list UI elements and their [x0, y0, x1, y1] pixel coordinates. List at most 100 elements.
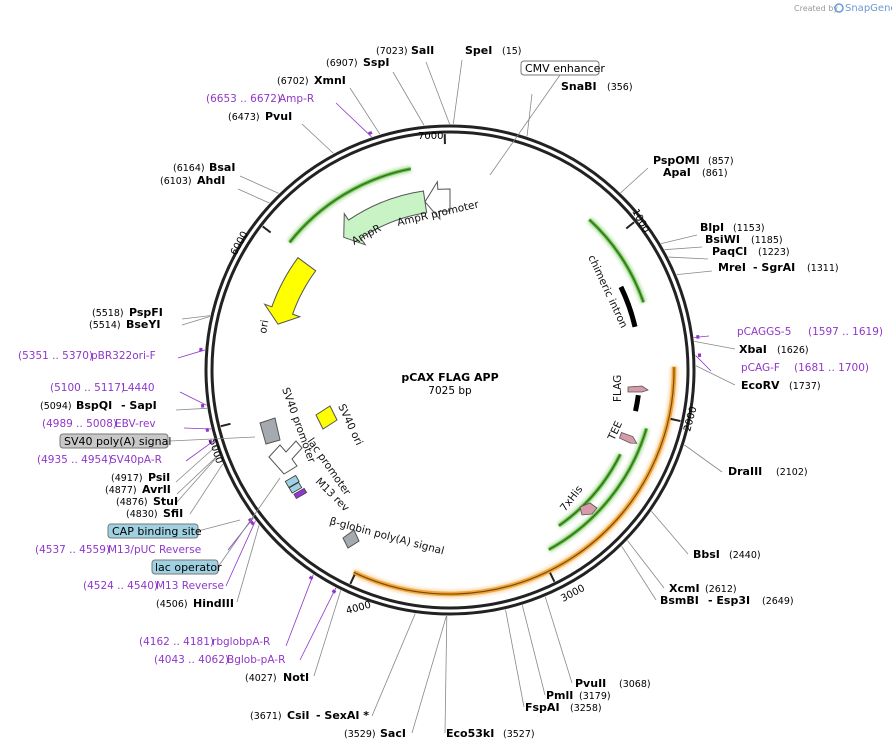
site-bbsi-name: BbsI [693, 548, 720, 561]
app-orf-line [353, 367, 675, 595]
leader-line [175, 407, 208, 411]
site-sfii-name: SfiI [163, 507, 183, 520]
feature-layer [263, 165, 678, 598]
lac-promoter-arrow [268, 440, 303, 475]
primer-mark [250, 520, 255, 526]
primer-mark [205, 427, 210, 433]
site-xcmi-pos: (2612) [705, 584, 737, 595]
site-draiii-pos: (2102) [776, 467, 808, 478]
site-bspqi-pos: (5094) [40, 401, 72, 412]
leader-line [544, 596, 573, 684]
ori-arrow [263, 257, 317, 325]
site-psii-name: PsiI [148, 471, 170, 484]
primer-pcagf-name: pCAG-F [741, 362, 780, 374]
site-blpi-pos: (1153) [733, 223, 765, 234]
primer-pcaggs5-range: (1597 .. 1619) [808, 326, 883, 338]
sv40-polya-label: SV40 poly(A) signal [64, 435, 171, 448]
site-draiii-name: DraIII [728, 465, 762, 478]
leader-line [620, 167, 649, 194]
leader-line [664, 246, 703, 251]
credit-text: Created by [794, 4, 838, 13]
primer-mark [368, 131, 373, 136]
site-bbsi-pos: (2440) [729, 550, 761, 561]
primer-bglob-range: (4043 .. 4062) [154, 654, 229, 666]
green-arc-lower-line [548, 428, 648, 551]
ampr-promoter-arrow [424, 180, 451, 221]
cap-binding-box [107, 523, 199, 539]
primer-mark [331, 589, 337, 594]
leader-line [660, 234, 698, 245]
site-saci-name: SacI [380, 727, 406, 740]
green-arc-lower-inner-line [558, 454, 621, 527]
leader-line [176, 454, 220, 495]
site-csii-name: CsiI [287, 709, 309, 722]
site-mrei-name: MreI [718, 261, 746, 274]
leader-line [694, 341, 736, 350]
tick-mark [220, 422, 231, 428]
primer-sv40par-range: (4935 .. 4954) [37, 454, 112, 466]
lac-operator-box [151, 559, 219, 575]
leader-line [621, 545, 657, 601]
site-bsai-name: BsaI [209, 161, 235, 174]
leader-line [526, 93, 533, 137]
site-paqci-pos: (1223) [758, 247, 790, 258]
primer-leader [335, 102, 372, 138]
site-sspi-pos: (6907) [326, 58, 358, 69]
site-bsiwi-pos: (1185) [751, 235, 783, 246]
tick-mark [549, 572, 556, 583]
primer-mark [200, 403, 205, 408]
site-paqci-name: PaqCI [712, 245, 747, 258]
site-spei-name: SpeI [465, 44, 492, 57]
leader-line [627, 540, 665, 589]
site-ahdi-name: AhdI [197, 174, 225, 187]
primer-pcagf-range: (1681 .. 1700) [794, 362, 869, 374]
chimeric-intron-arc [618, 285, 638, 328]
site-bspqi-name: BspQI [76, 399, 112, 412]
site-hindiii-name: HindIII [193, 597, 234, 610]
site-pspomi-pos: (857) [708, 156, 734, 167]
site-esp3i-pos: (2649) [762, 596, 794, 607]
site-ecorv-pos: (1737) [789, 381, 821, 392]
primer-leader [695, 355, 712, 372]
site-pvuii-name: PvuII [575, 677, 606, 690]
leader-line [313, 590, 342, 677]
primer-ebvrev-range: (4989 .. 5008) [42, 418, 117, 430]
tick-mark [670, 417, 681, 423]
tee-block [618, 431, 638, 444]
primer-leader [299, 587, 337, 661]
primer-rbglob-range: (4162 .. 4181) [139, 636, 214, 648]
leader-line [371, 613, 416, 717]
leader-line [175, 445, 217, 483]
leader-line [236, 524, 260, 603]
leader-line [505, 609, 525, 708]
site-sfii-pos: (4830) [126, 509, 158, 520]
primer-m13puc-name: M13/pUC Reverse [108, 544, 201, 556]
site-pmli-pos: (3179) [579, 691, 611, 702]
site-sgrai-name: - SgrAI [753, 261, 795, 274]
site-snabi-name: SnaBI [561, 80, 597, 93]
site-noti-name: NotI [283, 671, 309, 684]
cmv-enhancer-label: CMV enhancer [525, 62, 605, 75]
site-bsmbi-name: BsmBI [660, 594, 699, 607]
credit-brand: SnapGene [845, 3, 892, 14]
site-pvuii-pos: (3068) [619, 679, 651, 690]
site-ahdi-pos: (6103) [160, 176, 192, 187]
primer-pbr322-range: (5351 .. 5370) [18, 350, 93, 362]
primer-pbr322-name: pBR322ori-F [91, 350, 156, 362]
primer-leader [185, 440, 215, 462]
primer-leader [225, 520, 256, 587]
site-xbai-pos: (1626) [777, 345, 809, 356]
ori-label: ori [257, 319, 271, 335]
plasmid-title: pCAX FLAG APP [401, 371, 498, 384]
primer-rbglob-name: rbglobpA-R [212, 636, 270, 648]
site-pspfi-name: PspFI [129, 306, 163, 319]
site-apai-pos: (861) [702, 168, 728, 179]
site-avrii-pos: (4877) [105, 485, 137, 496]
primer-pcaggs5-name: pCAGGS-5 [737, 326, 791, 338]
primer-m13rev-name: M13 Reverse [156, 580, 224, 592]
cap-site-block [284, 474, 300, 489]
site-sali-pos: (7023) [376, 46, 408, 57]
intron-end-arc [633, 394, 641, 412]
leader-line [425, 61, 450, 125]
